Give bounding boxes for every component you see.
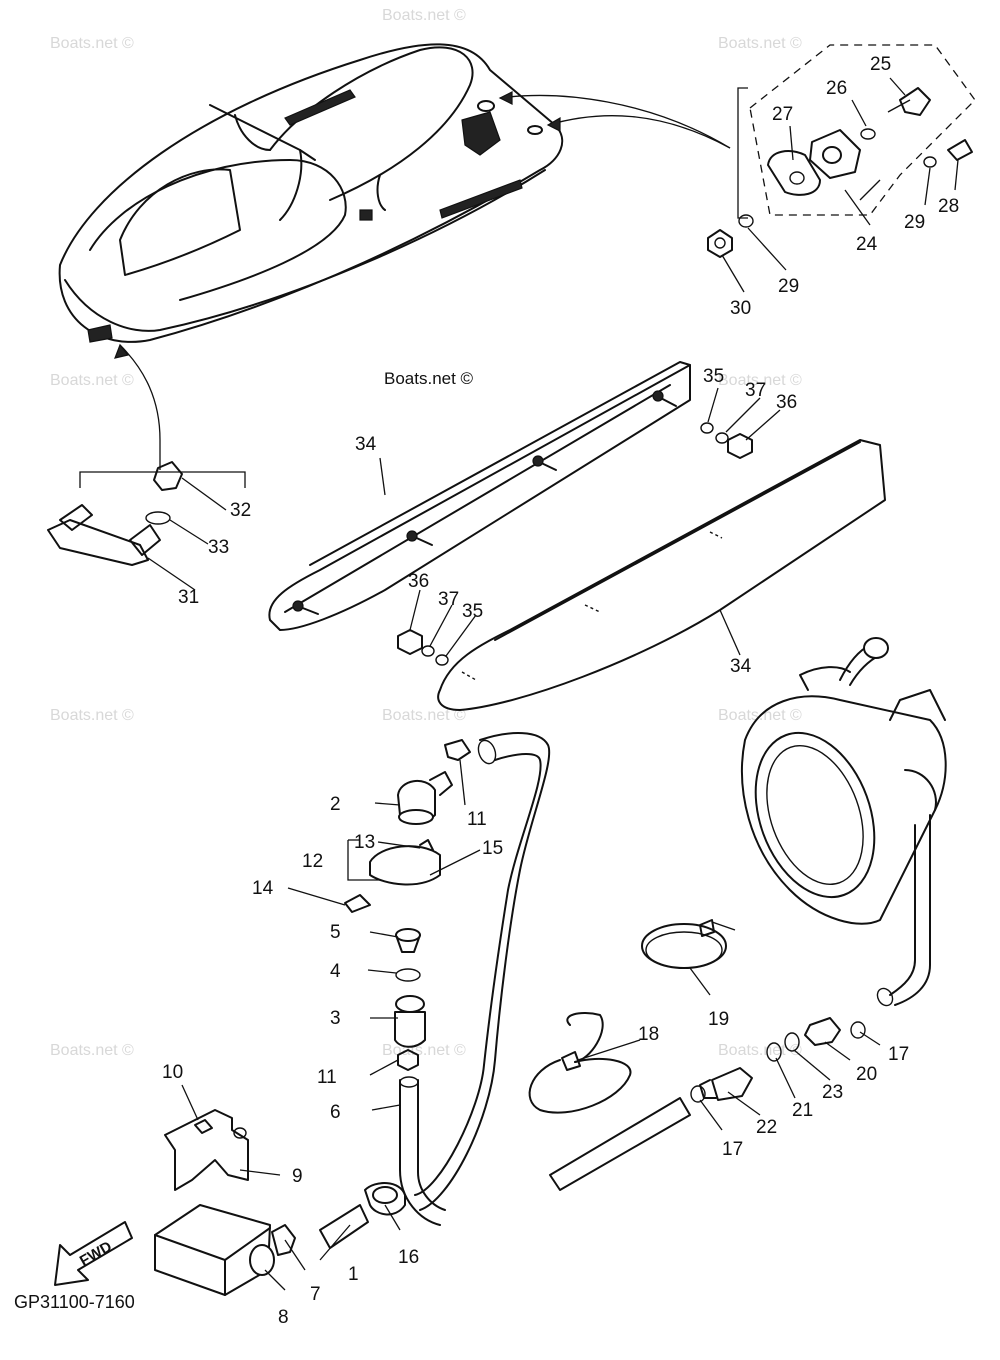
callout-21: 21 xyxy=(792,1100,813,1121)
callout-35: 35 xyxy=(703,366,724,387)
watermark: Boats.net © xyxy=(50,372,134,389)
diagram-code: GP31100-7160 xyxy=(14,1292,135,1312)
callout-16: 16 xyxy=(398,1247,419,1268)
callout-18: 18 xyxy=(638,1024,659,1045)
watermark: Boats.net © xyxy=(50,35,134,52)
hose-joint-31 xyxy=(47,343,246,566)
fasteners-35-37 xyxy=(397,422,753,666)
callout-28: 28 xyxy=(938,196,959,217)
callout-11: 11 xyxy=(317,1067,337,1088)
callout-20: 20 xyxy=(856,1064,877,1085)
callout-25: 25 xyxy=(870,54,891,75)
watercraft-hull xyxy=(58,43,564,343)
pointer-line xyxy=(547,115,731,149)
watermark: Boats.net © xyxy=(50,707,134,724)
callout-29: 29 xyxy=(778,276,799,297)
callout-15: 15 xyxy=(482,838,503,859)
callout-9: 9 xyxy=(292,1166,303,1187)
callout-33: 33 xyxy=(208,537,229,558)
watermarks: Boats.net © Boats.net © Boats.net © Boat… xyxy=(50,7,802,1059)
callout-12: 12 xyxy=(302,851,323,872)
hose-system xyxy=(271,732,551,1256)
callout-5: 5 xyxy=(330,922,341,943)
pointer-line xyxy=(499,94,731,149)
callout-10: 10 xyxy=(162,1062,183,1083)
callout-4: 4 xyxy=(330,961,341,982)
callout-37: 37 xyxy=(745,380,766,401)
callout-17: 17 xyxy=(722,1139,743,1160)
callout-27: 27 xyxy=(772,104,793,125)
watermark: Boats.net © xyxy=(382,707,466,724)
callout-35: 35 xyxy=(462,601,483,622)
sponson-34-lower xyxy=(437,439,886,711)
callout-32: 32 xyxy=(230,500,251,521)
fittings-17-23 xyxy=(549,1017,866,1191)
sponson-34-upper xyxy=(268,361,691,631)
fwd-arrow: FWD xyxy=(54,1221,133,1286)
callout-23: 23 xyxy=(822,1082,843,1103)
band-clamp-19 xyxy=(641,919,736,969)
callout-1: 1 xyxy=(348,1264,359,1285)
fwd-label: FWD xyxy=(77,1238,115,1270)
callout-17: 17 xyxy=(888,1044,909,1065)
bracket-9 xyxy=(164,1109,249,1191)
callout-37: 37 xyxy=(438,589,459,610)
callout-22: 22 xyxy=(756,1117,777,1138)
callout-11: 11 xyxy=(467,809,487,830)
callout-24: 24 xyxy=(856,234,878,255)
watermark: Boats.net © xyxy=(50,1042,134,1059)
band-clamp-18 xyxy=(528,1012,632,1114)
callout-14: 14 xyxy=(252,878,274,899)
callout-19: 19 xyxy=(708,1009,729,1030)
callout-13: 13 xyxy=(354,832,375,853)
callout-36: 36 xyxy=(408,571,429,592)
watermark: Boats.net © xyxy=(718,35,802,52)
callout-31: 31 xyxy=(178,587,199,608)
plate-assembly-24 xyxy=(707,44,976,258)
callout-3: 3 xyxy=(330,1008,341,1029)
callout-29: 29 xyxy=(904,212,925,233)
water-separator xyxy=(154,1204,275,1296)
callout-26: 26 xyxy=(826,78,847,99)
watermark: Boats.net © xyxy=(382,7,466,24)
callout-7: 7 xyxy=(310,1284,321,1305)
callout-34: 34 xyxy=(730,656,752,677)
callout-6: 6 xyxy=(330,1102,341,1123)
callout-2: 2 xyxy=(330,794,341,815)
watermark: Boats.net © xyxy=(718,372,802,389)
watermark: Boats.net © xyxy=(382,1042,466,1059)
callout-labels: 1 2 3 4 5 6 7 8 9 10 11 11 12 13 14 15 1… xyxy=(162,54,959,1328)
callout-34: 34 xyxy=(355,434,377,455)
callout-36: 36 xyxy=(776,392,797,413)
callout-30: 30 xyxy=(730,298,751,319)
watermark-center: Boats.net © xyxy=(384,369,474,388)
jet-nozzle xyxy=(741,637,947,1007)
leader-lines xyxy=(147,77,959,1291)
callout-8: 8 xyxy=(278,1307,289,1328)
